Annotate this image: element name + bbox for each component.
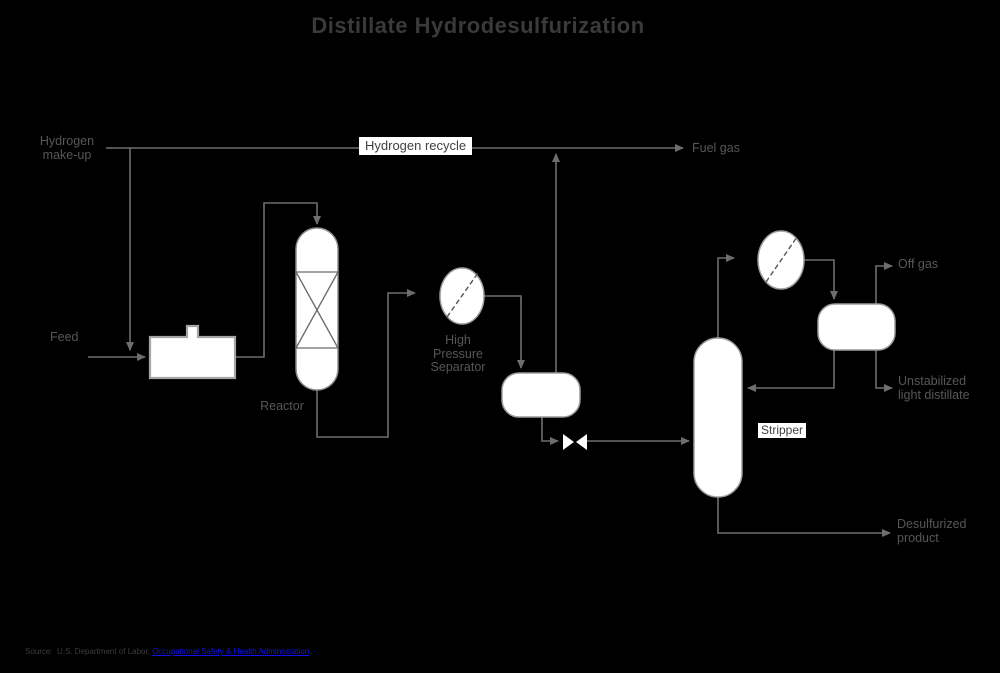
high-pressure-separator-vessel [501, 372, 581, 418]
furnace-symbol [148, 324, 237, 380]
reactor-label: Reactor [260, 399, 304, 413]
reactor-symbol [295, 227, 339, 391]
pipe-desulfurized-product [717, 497, 891, 537]
cooler-symbol [439, 267, 485, 325]
valve-symbol [563, 434, 587, 450]
high-pressure-separator-label: High Pressure Separator [430, 333, 486, 374]
pipe-furnace-to-reactor [235, 202, 321, 358]
osha-link[interactable]: Occupational Safety & Health Administrat… [152, 647, 310, 656]
source-prefix-text: Source: U.S. Department of Labor, [25, 647, 153, 656]
hydrogen-recycle-label: Hydrogen recycle [359, 137, 473, 155]
pipe-unstabilized-distillate [875, 350, 893, 392]
pipe-separator-to-valve [541, 417, 559, 445]
pipe-condenser-to-drum [803, 259, 838, 300]
hydrogen-makeup-label: Hydrogen make-up [39, 134, 95, 162]
stripper-label: Stripper [758, 423, 807, 438]
pipe-reactor-to-cooler [316, 289, 416, 438]
fuel-gas-label: Fuel gas [692, 141, 740, 155]
stripper-vessel [693, 337, 743, 498]
source-suffix-text: . [309, 647, 312, 656]
desulfurized-product-label: Desulfurized product [897, 517, 967, 545]
source-line: Source: U.S. Department of Labor, Occupa… [25, 647, 311, 656]
page-title: Distillate Hydrodesulfurization [311, 13, 645, 38]
condenser-symbol [757, 230, 805, 290]
feed-label: Feed [50, 330, 79, 344]
pipe-cooler-to-separator [482, 295, 525, 369]
pipe-stripper-overhead [717, 254, 735, 338]
unstabilized-light-distillate-label: Unstabilized light distillate [898, 374, 970, 402]
off-gas-label: Off gas [898, 257, 939, 271]
pipe-reflux-to-stripper [747, 350, 835, 392]
reflux-drum-vessel [817, 303, 896, 351]
pipe-off-gas [875, 262, 893, 304]
